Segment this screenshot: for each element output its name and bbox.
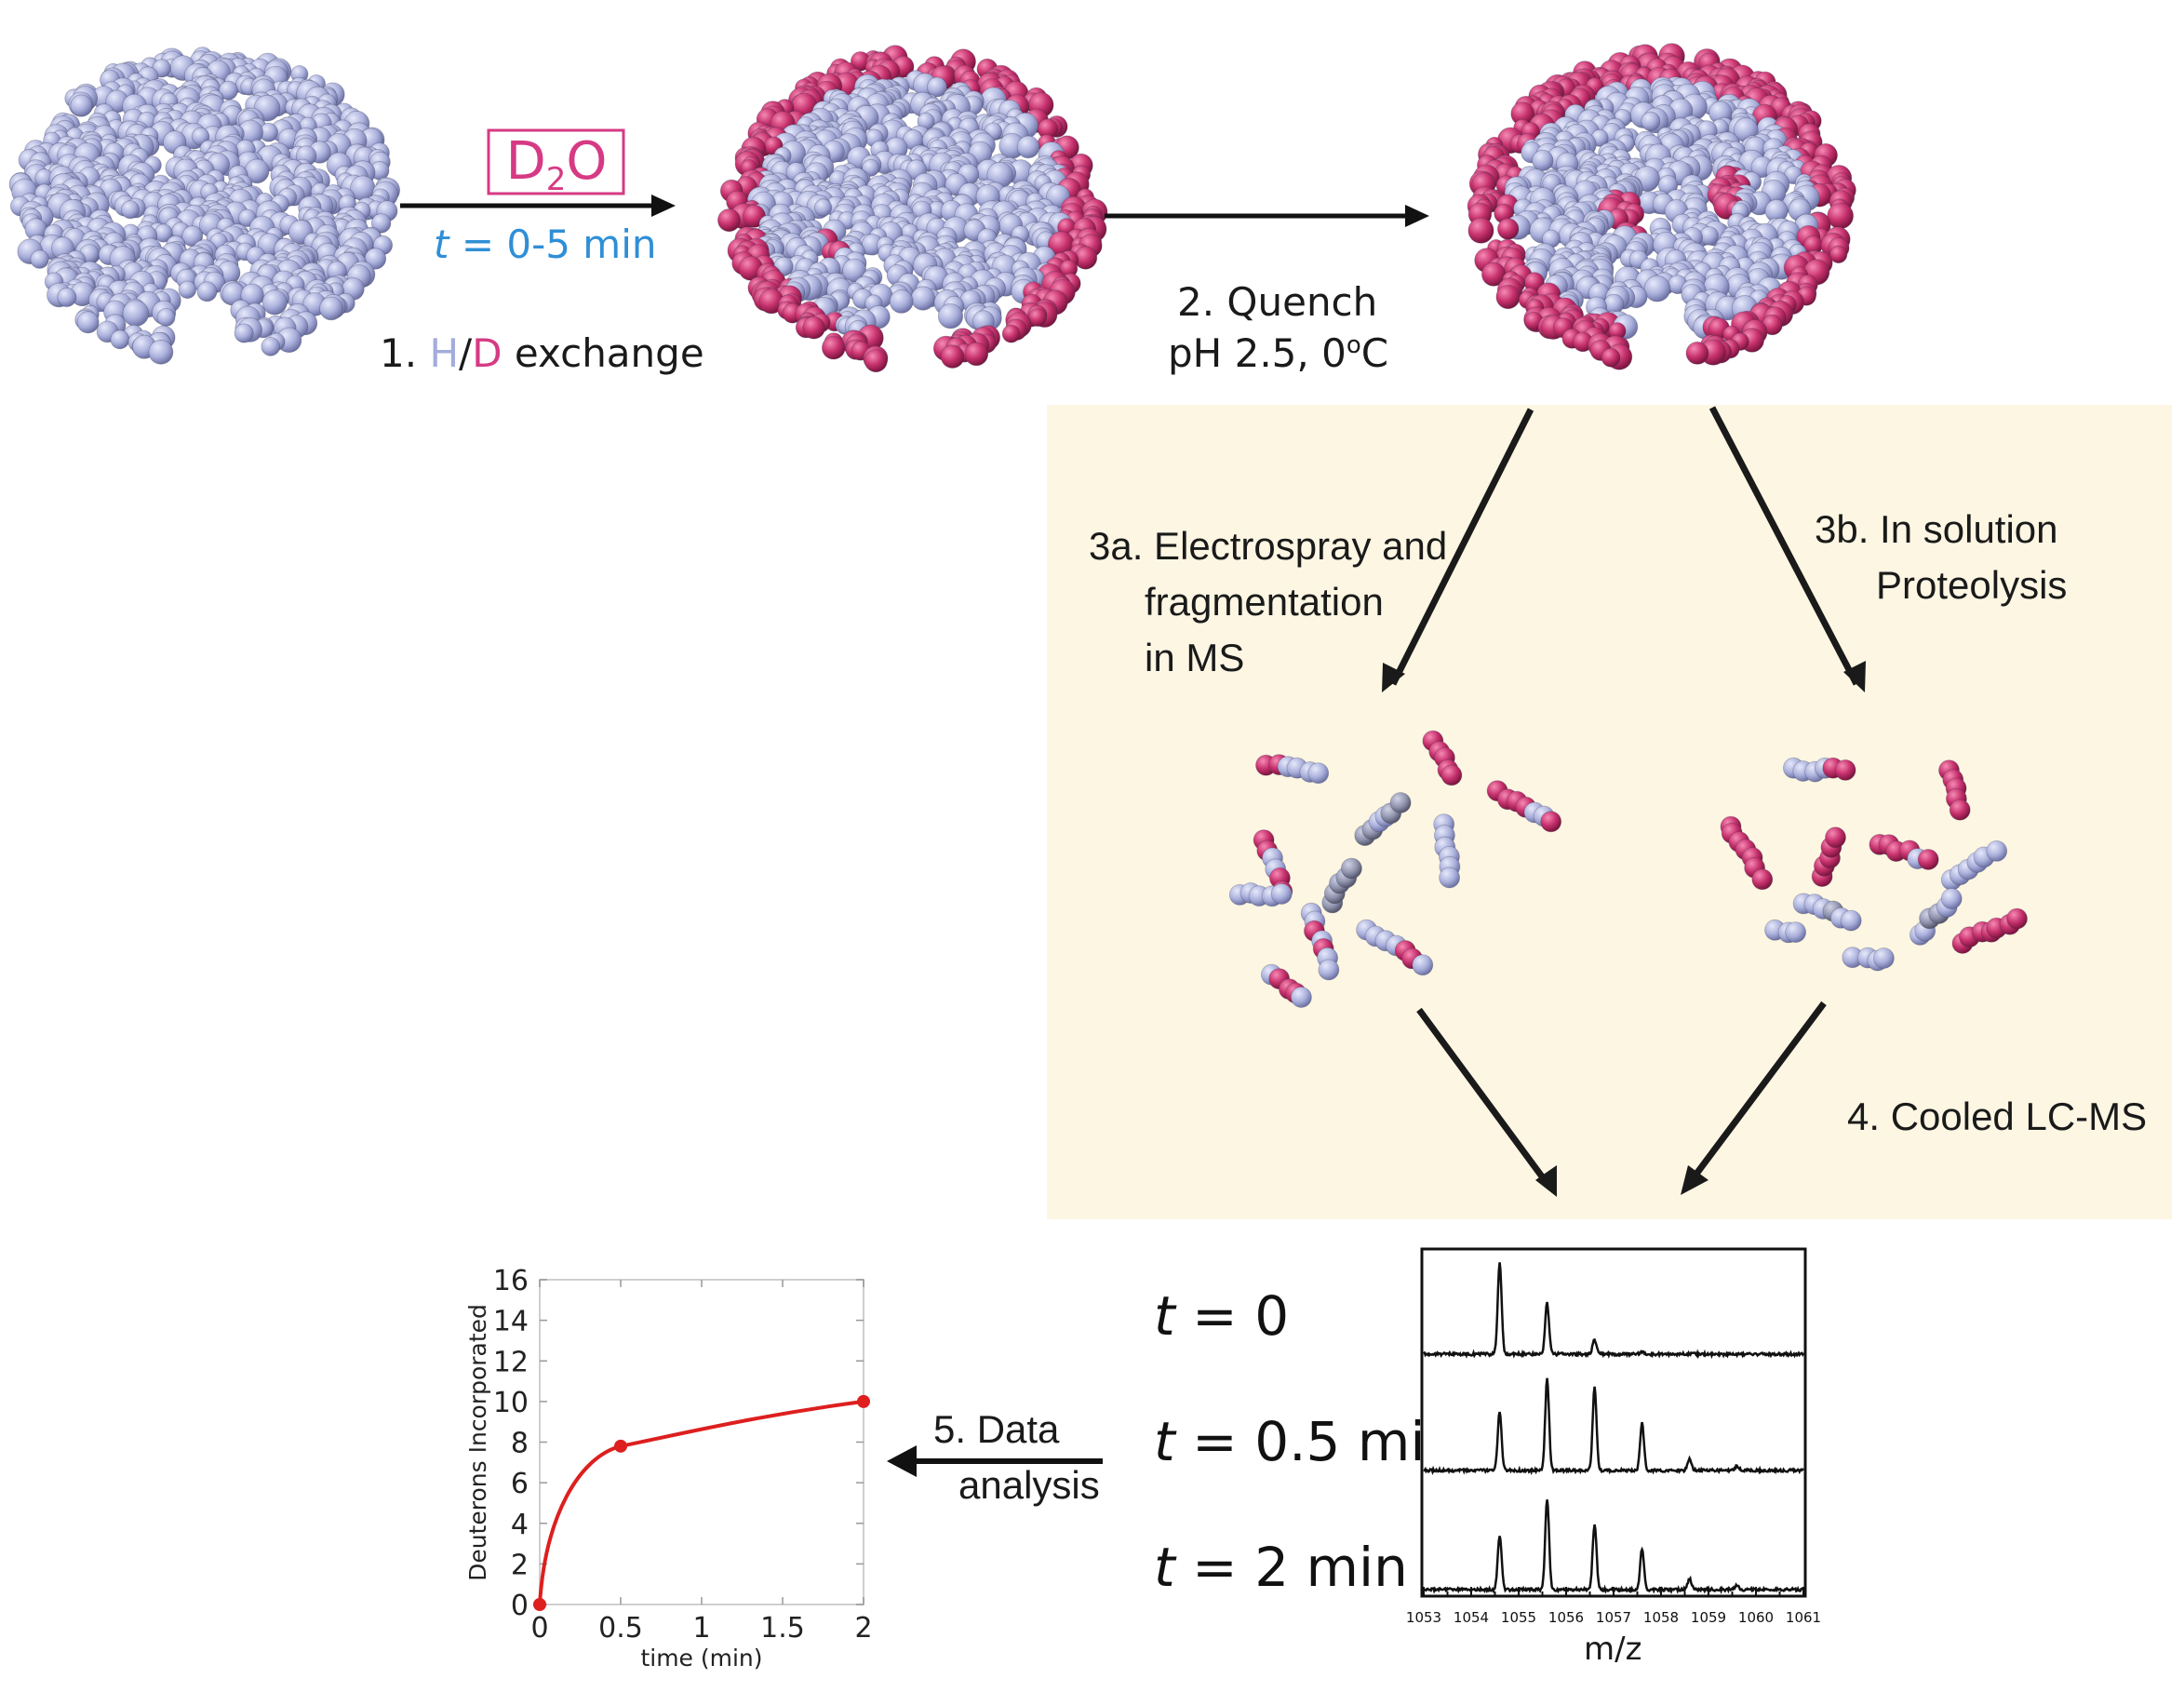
spectrum-label-var: t [1154, 1536, 1175, 1599]
spectra-tick-label: 1060 [1738, 1609, 1774, 1626]
spectra-tick-label: 1059 [1691, 1609, 1726, 1626]
x-tick-label: 1.5 [760, 1612, 805, 1645]
d2o-prefix: D [505, 131, 546, 192]
arrow-step2 [1105, 205, 1429, 227]
step3a-line3: in MS [1145, 636, 1245, 679]
y-tick-label: 4 [511, 1509, 529, 1541]
spectra-tick-label: 1054 [1454, 1609, 1489, 1626]
y-tick-label: 14 [493, 1306, 529, 1338]
step5-line2: analysis [958, 1463, 1100, 1507]
x-tick-label: 2 [854, 1612, 872, 1645]
arrow-step3b [1708, 406, 1866, 692]
spectrum-label-rest: = 0 [1174, 1284, 1290, 1348]
time-variable: t [434, 222, 449, 267]
mass-spectra-panel: 1053 1054 1055 1056 1057 1058 1059 1060 1061 [1406, 1247, 1821, 1626]
step2-line2: pH 2.5, 0oC [1168, 330, 1388, 376]
step1-d: D [472, 330, 502, 376]
fragments-proteolysis [1720, 757, 2028, 972]
step1-slash: / [459, 330, 473, 376]
spectra-tick-label: 1058 [1643, 1609, 1679, 1626]
spectrum-label-t2: t = 2 min [1154, 1536, 1408, 1599]
arrow-step3a [1382, 408, 1534, 692]
data-point [614, 1439, 627, 1453]
spectrum-label-var: t [1154, 1410, 1175, 1473]
chart-xlabel: time (min) [640, 1645, 762, 1672]
d2o-label: D2O [491, 130, 622, 211]
data-point [533, 1598, 546, 1611]
step2-line2-prefix: pH 2.5, 0 [1168, 330, 1347, 376]
step4-label: 4. Cooled LC-MS [1847, 1094, 2148, 1138]
spectrum-trace [1423, 1262, 1805, 1360]
time-range: = 0-5 min [449, 222, 657, 267]
d2o-box [487, 128, 625, 195]
step1-suffix: exchange [502, 330, 704, 376]
y-tick-label: 6 [511, 1468, 529, 1500]
arrow-step4-right [1681, 1000, 1827, 1195]
y-tick-label: 8 [511, 1428, 529, 1460]
step2-line1: 2. Quench [1177, 279, 1378, 325]
protein-native [8, 47, 401, 365]
arrow-step5 [887, 1445, 1103, 1477]
x-tick-label: 1 [692, 1612, 710, 1645]
exchange-time-label: t = 0-5 min [434, 222, 657, 267]
spectrum-label-t0: t = 0 [1154, 1284, 1289, 1348]
step3b-line2: Proteolysis [1876, 563, 2068, 607]
x-tick-label: 0 [530, 1612, 548, 1645]
y-tick-label: 12 [493, 1346, 529, 1378]
protein-deuterated [717, 45, 1108, 373]
fragments-ms [1228, 730, 1562, 1008]
d2o-suffix: O [566, 131, 608, 192]
y-tick-label: 10 [493, 1387, 529, 1419]
spectra-tick-label: 1053 [1406, 1609, 1441, 1626]
step2-line2-suffix: C [1360, 330, 1389, 376]
arrow-step1 [400, 195, 676, 217]
spectra-frame [1420, 1247, 1807, 1598]
step2-degree: o [1346, 331, 1361, 359]
y-tick-label: 2 [511, 1549, 529, 1581]
d2o-subscript: 2 [545, 161, 567, 199]
spectrum-trace [1423, 1377, 1804, 1476]
spectra-tick-label: 1055 [1501, 1609, 1536, 1626]
step1-number: 1. [380, 330, 430, 376]
spectrum-label-t05: t = 0.5 mi [1154, 1410, 1426, 1473]
chart-plot-area [539, 1279, 864, 1605]
spectra-tick-label: 1056 [1548, 1609, 1584, 1626]
protein-quenched [1467, 43, 1856, 370]
arrow-step4-left [1416, 1007, 1557, 1197]
spectra-xlabel: m/z [1584, 1631, 1642, 1668]
spectra-tick-label: 1057 [1596, 1609, 1631, 1626]
step1-label: 1. H/D exchange [380, 330, 704, 376]
step3a-line1: 3a. Electrospray and [1089, 524, 1448, 568]
x-tick-label: 0.5 [598, 1612, 643, 1645]
step3a-line2: fragmentation [1145, 580, 1384, 624]
y-tick-label: 16 [493, 1265, 529, 1297]
chart-ylabel: Deuterons Incorporated [464, 1304, 491, 1581]
y-tick-label: 0 [511, 1590, 529, 1622]
spectra-tick-label: 1061 [1786, 1609, 1821, 1626]
step5-line1: 5. Data [933, 1407, 1060, 1451]
lc-ms-panel [1047, 405, 2172, 1219]
step3b-line1: 3b. In solution [1815, 507, 2058, 551]
spectrum-label-rest: = 0.5 mi [1174, 1410, 1426, 1473]
spectrum-label-var: t [1154, 1284, 1175, 1348]
step1-h: H [429, 330, 460, 376]
spectrum-label-rest: = 2 min [1174, 1536, 1408, 1599]
data-point [857, 1394, 870, 1408]
